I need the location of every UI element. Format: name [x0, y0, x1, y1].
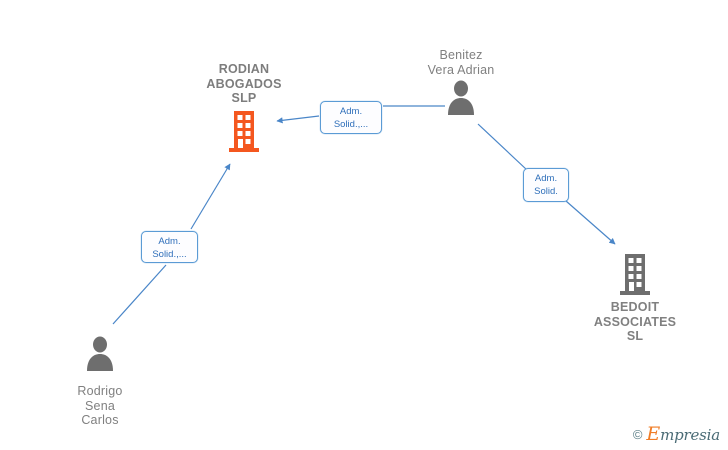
- building-icon: [575, 251, 695, 297]
- edge-label-benitez-rodian[interactable]: Adm. Solid.,...: [320, 101, 382, 134]
- edge-label-rodrigo-rodian[interactable]: Adm. Solid.,...: [141, 231, 198, 263]
- edge-benitez-to-bedoit-segment-b: [565, 200, 616, 245]
- brand-initial: E: [646, 423, 661, 445]
- edge-benitez-to-bedoit-segment-a: [477, 123, 528, 171]
- node-company-rodian-abogados-slp[interactable]: RODIAN ABOGADOS SLP: [184, 62, 304, 154]
- node-label-bedoit: BEDOIT ASSOCIATES SL: [593, 300, 677, 343]
- node-label-benitez: Benitez Vera Adrian: [427, 48, 495, 77]
- node-company-bedoit-associates-sl[interactable]: BEDOIT ASSOCIATES SL: [575, 251, 695, 344]
- node-person-rodrigo-sena-carlos[interactable]: Rodrigo Sena Carlos: [40, 335, 160, 428]
- person-icon: [401, 79, 521, 125]
- edge-rodrigo-to-rodian-segment-a: [112, 264, 167, 325]
- edge-label-benitez-bedoit[interactable]: Adm. Solid.: [523, 168, 569, 202]
- person-icon: [40, 335, 160, 381]
- copyright-icon: ©: [632, 427, 643, 442]
- brand-rest: mpresia: [660, 426, 720, 444]
- empresia-watermark: © Empresia: [633, 425, 720, 444]
- node-label-rodrigo: Rodrigo Sena Carlos: [77, 384, 123, 427]
- building-icon: [184, 108, 304, 154]
- brand-logo: Empresia: [646, 425, 720, 444]
- node-person-benitez-vera-adrian[interactable]: Benitez Vera Adrian: [401, 48, 521, 125]
- edge-rodrigo-to-rodian-segment-b: [190, 163, 231, 230]
- node-label-rodian: RODIAN ABOGADOS SLP: [206, 62, 282, 105]
